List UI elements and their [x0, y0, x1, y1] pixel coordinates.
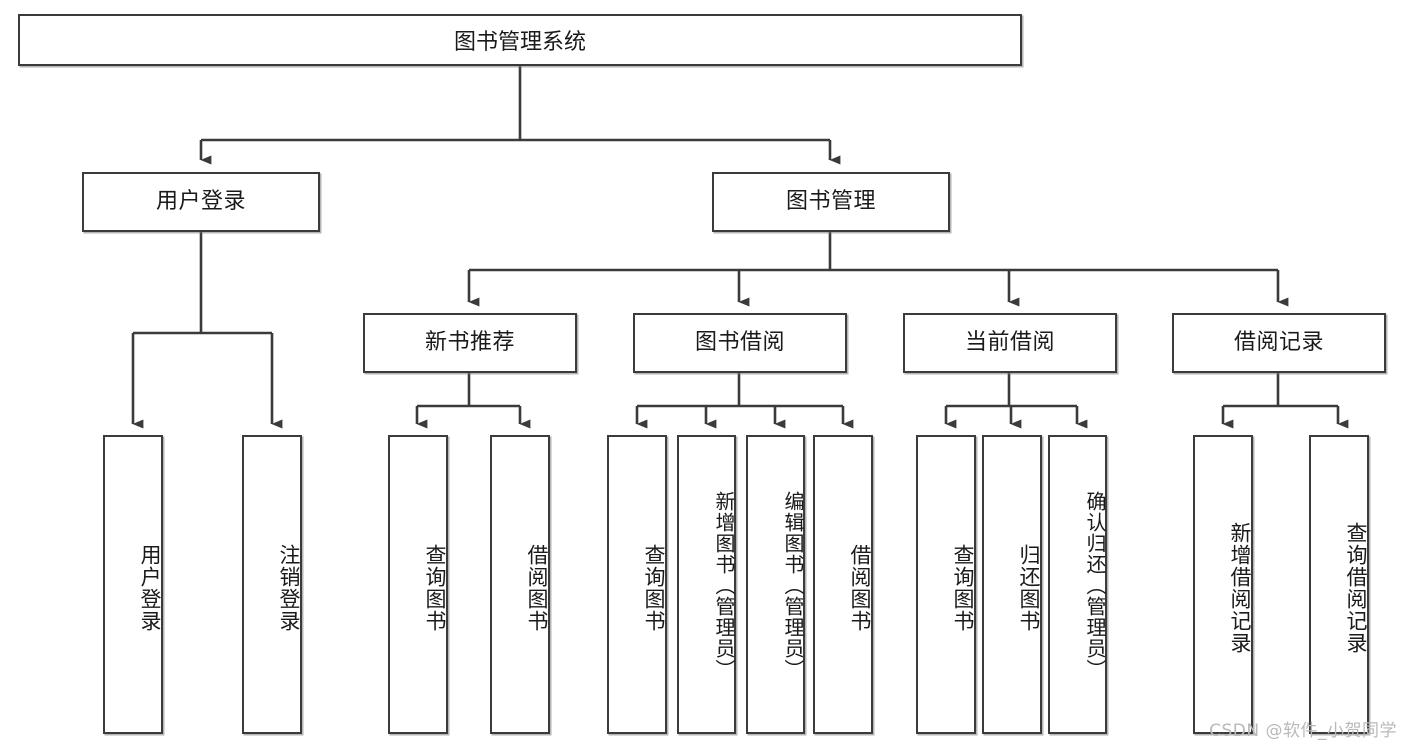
node-user-login[interactable]: 用户登录 — [82, 172, 320, 232]
node-label: 编辑图书（管理员） — [781, 491, 805, 680]
leaf-user-login[interactable]: 用户登录 — [103, 435, 163, 734]
csdn-watermark: CSDN @软件_小贺同学 — [1209, 721, 1397, 741]
node-label: 新增借阅记录 — [1228, 521, 1252, 654]
node-label: 新增图书（管理员） — [712, 491, 736, 680]
node-label: 归还图书 — [1017, 543, 1041, 632]
node-borrow-record[interactable]: 借阅记录 — [1172, 313, 1386, 373]
node-label: 借阅记录 — [1233, 329, 1324, 355]
node-book-borrow[interactable]: 图书借阅 — [633, 313, 847, 373]
node-label: 查询借阅记录 — [1344, 521, 1368, 654]
leaf-return-book[interactable]: 归还图书 — [982, 435, 1042, 734]
leaf-logout-login[interactable]: 注销登录 — [242, 435, 302, 734]
leaf-add-borrow-record[interactable]: 新增借阅记录 — [1193, 435, 1253, 734]
node-label: 查询图书 — [951, 543, 975, 632]
node-label: 用户登录 — [138, 543, 162, 632]
leaf-add-book[interactable]: 新增图书（管理员） — [677, 435, 736, 734]
leaf-borrow-book-recommend[interactable]: 借阅图书 — [490, 435, 550, 734]
node-label: 借阅图书 — [525, 543, 549, 632]
node-label: 图书借阅 — [694, 329, 785, 355]
leaf-borrow-book-borrow[interactable]: 借阅图书 — [813, 435, 873, 734]
node-new-book-recommend[interactable]: 新书推荐 — [363, 313, 577, 373]
leaf-query-book-current[interactable]: 查询图书 — [916, 435, 976, 734]
leaf-query-book-borrow[interactable]: 查询图书 — [607, 435, 667, 734]
node-label: 用户登录 — [155, 188, 246, 214]
leaf-query-book-recommend[interactable]: 查询图书 — [388, 435, 448, 734]
node-label: 查询图书 — [642, 543, 666, 632]
node-label: 图书管理 — [785, 188, 876, 214]
leaf-query-borrow-record[interactable]: 查询借阅记录 — [1309, 435, 1369, 734]
leaf-edit-book[interactable]: 编辑图书（管理员） — [746, 435, 805, 734]
node-current-borrow[interactable]: 当前借阅 — [903, 313, 1117, 373]
node-label: 借阅图书 — [848, 543, 872, 632]
node-label: 当前借阅 — [964, 329, 1055, 355]
node-book-management[interactable]: 图书管理 — [712, 172, 950, 232]
node-label: 确认归还（管理员） — [1083, 491, 1107, 680]
node-label: 注销登录 — [277, 543, 301, 632]
node-book-management-system[interactable]: 图书管理系统 — [18, 14, 1022, 66]
node-label: 新书推荐 — [424, 329, 515, 355]
node-label: 查询图书 — [423, 543, 447, 632]
node-label: 图书管理系统 — [453, 30, 586, 55]
leaf-confirm-return[interactable]: 确认归还（管理员） — [1048, 435, 1107, 734]
